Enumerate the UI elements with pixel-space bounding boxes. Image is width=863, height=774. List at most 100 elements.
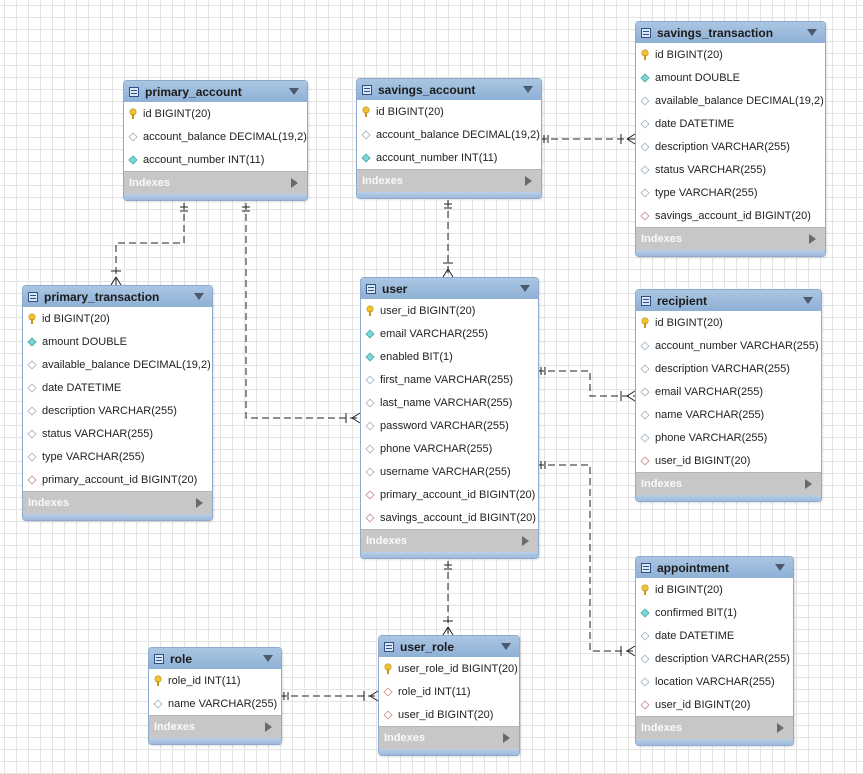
column-row[interactable]: location VARCHAR(255) [636, 670, 793, 693]
table-header[interactable]: primary_transaction [23, 286, 212, 307]
indexes-section[interactable]: Indexes [124, 171, 307, 194]
column-row[interactable]: amount DOUBLE [636, 66, 825, 89]
column-row[interactable]: phone VARCHAR(255) [636, 426, 821, 449]
table-header[interactable]: savings_transaction [636, 22, 825, 43]
column-row[interactable]: savings_account_id BIGINT(20) [636, 204, 825, 227]
indexes-section[interactable]: Indexes [636, 227, 825, 250]
column-row[interactable]: id BIGINT(20) [23, 307, 212, 330]
column-row[interactable]: role_id INT(11) [149, 669, 281, 692]
dropdown-arrow-icon[interactable] [807, 29, 817, 36]
table-header[interactable]: recipient [636, 290, 821, 311]
column-row[interactable]: password VARCHAR(255) [361, 414, 538, 437]
column-row[interactable]: description VARCHAR(255) [636, 647, 793, 670]
column-definition: available_balance DECIMAL(19,2) [655, 94, 824, 107]
column-row[interactable]: date DATETIME [23, 376, 212, 399]
dropdown-arrow-icon[interactable] [289, 88, 299, 95]
column-row[interactable]: amount DOUBLE [23, 330, 212, 353]
expand-arrow-icon[interactable] [805, 479, 812, 489]
primary-key-icon [367, 305, 373, 316]
column-row[interactable]: username VARCHAR(255) [361, 460, 538, 483]
column-row[interactable]: first_name VARCHAR(255) [361, 368, 538, 391]
column-row[interactable]: user_id BIGINT(20) [636, 693, 793, 716]
indexes-section[interactable]: Indexes [357, 169, 541, 192]
column-row[interactable]: user_id BIGINT(20) [361, 299, 538, 322]
expand-arrow-icon[interactable] [503, 733, 510, 743]
dropdown-arrow-icon[interactable] [775, 564, 785, 571]
column-row[interactable]: available_balance DECIMAL(19,2) [23, 353, 212, 376]
column-row[interactable]: primary_account_id BIGINT(20) [361, 483, 538, 506]
column-row[interactable]: email VARCHAR(255) [636, 380, 821, 403]
column-row[interactable]: account_number INT(11) [124, 148, 307, 171]
dropdown-arrow-icon[interactable] [803, 297, 813, 304]
expand-arrow-icon[interactable] [809, 234, 816, 244]
column-row[interactable]: description VARCHAR(255) [636, 357, 821, 380]
table-header[interactable]: role [149, 648, 281, 669]
column-row[interactable]: phone VARCHAR(255) [361, 437, 538, 460]
column-row[interactable]: email VARCHAR(255) [361, 322, 538, 345]
column-row[interactable]: account_balance DECIMAL(19,2) [357, 123, 541, 146]
indexes-section[interactable]: Indexes [636, 472, 821, 495]
expand-arrow-icon[interactable] [525, 176, 532, 186]
column-row[interactable]: primary_account_id BIGINT(20) [23, 468, 212, 491]
expand-arrow-icon[interactable] [265, 722, 272, 732]
column-row[interactable]: type VARCHAR(255) [23, 445, 212, 468]
column-row[interactable]: user_role_id BIGINT(20) [379, 657, 519, 680]
column-row[interactable]: status VARCHAR(255) [23, 422, 212, 445]
column-row[interactable]: enabled BIT(1) [361, 345, 538, 368]
column-row[interactable]: user_id BIGINT(20) [636, 449, 821, 472]
table-header[interactable]: savings_account [357, 79, 541, 100]
column-row[interactable]: date DATETIME [636, 112, 825, 135]
expand-arrow-icon[interactable] [291, 178, 298, 188]
column-row[interactable]: description VARCHAR(255) [636, 135, 825, 158]
dropdown-arrow-icon[interactable] [501, 643, 511, 650]
column-row[interactable]: name VARCHAR(255) [636, 403, 821, 426]
column-row[interactable]: id BIGINT(20) [636, 311, 821, 334]
table-header[interactable]: appointment [636, 557, 793, 578]
expand-arrow-icon[interactable] [522, 536, 529, 546]
column-row[interactable]: type VARCHAR(255) [636, 181, 825, 204]
indexes-section[interactable]: Indexes [149, 715, 281, 738]
dropdown-arrow-icon[interactable] [194, 293, 204, 300]
expand-arrow-icon[interactable] [777, 723, 784, 733]
indexes-section[interactable]: Indexes [23, 491, 212, 514]
dropdown-arrow-icon[interactable] [520, 285, 530, 292]
column-row[interactable]: status VARCHAR(255) [636, 158, 825, 181]
column-row[interactable]: user_id BIGINT(20) [379, 703, 519, 726]
column-row[interactable]: date DATETIME [636, 624, 793, 647]
column-row[interactable]: id BIGINT(20) [636, 578, 793, 601]
column-row[interactable]: confirmed BIT(1) [636, 601, 793, 624]
table-header[interactable]: user [361, 278, 538, 299]
table-header[interactable]: primary_account [124, 81, 307, 102]
column-row[interactable]: account_number INT(11) [357, 146, 541, 169]
column-row[interactable]: description VARCHAR(255) [23, 399, 212, 422]
dropdown-arrow-icon[interactable] [263, 655, 273, 662]
column-row[interactable]: account_balance DECIMAL(19,2) [124, 125, 307, 148]
indexes-section[interactable]: Indexes [379, 726, 519, 749]
column-row[interactable]: id BIGINT(20) [636, 43, 825, 66]
indexes-section[interactable]: Indexes [636, 716, 793, 739]
indexes-section[interactable]: Indexes [361, 529, 538, 552]
expand-arrow-icon[interactable] [196, 498, 203, 508]
table-icon [28, 291, 38, 302]
column-row[interactable]: role_id INT(11) [379, 680, 519, 703]
column-row[interactable]: id BIGINT(20) [124, 102, 307, 125]
primary-key-icon [385, 663, 391, 674]
column-row[interactable]: name VARCHAR(255) [149, 692, 281, 715]
dropdown-arrow-icon[interactable] [523, 86, 533, 93]
column-row[interactable]: account_number VARCHAR(255) [636, 334, 821, 357]
column-definition: status VARCHAR(255) [655, 163, 767, 176]
column-row[interactable]: savings_account_id BIGINT(20) [361, 506, 538, 529]
table-header[interactable]: user_role [379, 636, 519, 657]
column-row[interactable]: id BIGINT(20) [357, 100, 541, 123]
column-row[interactable]: last_name VARCHAR(255) [361, 391, 538, 414]
column-row[interactable]: available_balance DECIMAL(19,2) [636, 89, 825, 112]
